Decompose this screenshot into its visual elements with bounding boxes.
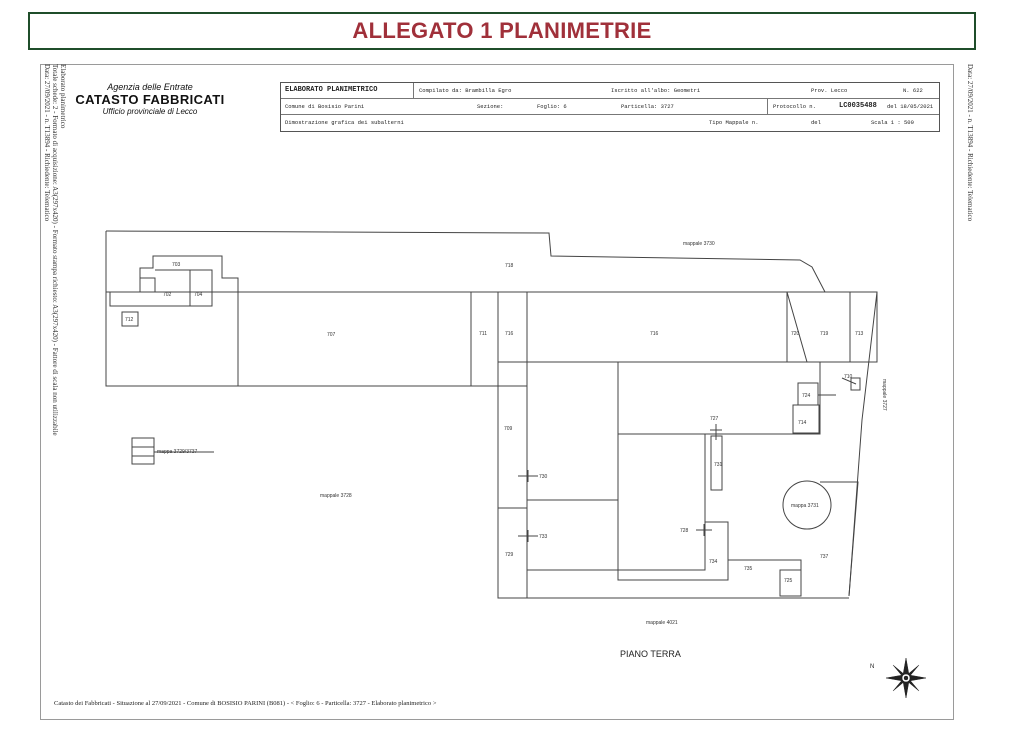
label-710: 710	[844, 374, 853, 380]
label-702: 702	[163, 292, 172, 298]
agency-catasto: CATASTO FABBRICATI	[75, 92, 225, 107]
label-mappa-3731: mappa 3731	[791, 503, 819, 509]
compass-rose-icon: N	[870, 657, 927, 699]
header-elaborato: ELABORATO PLANIMETRICO	[285, 86, 378, 94]
label-mappale-4021: mappale 4021	[646, 620, 678, 626]
header-table: ELABORATO PLANIMETRICO Compilato da: Bra…	[280, 82, 940, 132]
label-733: 733	[539, 534, 548, 540]
label-mappa-3729: mappa 3729/3737	[157, 449, 198, 455]
header-comune: Comune di Bosisio Parini	[285, 103, 365, 110]
header-tipo: Tipo Mappale n.	[709, 119, 759, 126]
label-mappale-side: mappale 3727	[881, 379, 887, 411]
label-720: 720	[791, 331, 800, 337]
label-709: 709	[504, 426, 513, 432]
header-scala: Scala 1 : 500	[871, 119, 914, 126]
plan-top-boundary	[105, 230, 826, 293]
header-protocollo-label: Protocollo n.	[773, 103, 816, 110]
footer-text: Catasto dei Fabbricati - Situazione al 2…	[54, 700, 437, 707]
plan-right-boundary	[848, 291, 878, 597]
label-729: 729	[505, 552, 514, 558]
label-712: 712	[125, 317, 134, 323]
header-row-2: Comune di Bosisio Parini Sezione: Foglio…	[281, 99, 939, 115]
header-sezione: Sezione:	[477, 103, 504, 110]
label-mappale-3728: mappale 3728	[320, 493, 352, 499]
header-row-3: Dimostrazione grafica dei subalterni Tip…	[281, 115, 939, 133]
header-row-1: ELABORATO PLANIMETRICO Compilato da: Bra…	[281, 83, 939, 99]
header-foglio: Foglio: 6	[537, 103, 567, 110]
label-mappale-3730: mappale 3730	[683, 241, 715, 247]
agency-block: Agenzia delle Entrate CATASTO FABBRICATI…	[60, 82, 240, 116]
header-del: del 18/05/2021	[887, 103, 934, 110]
mappa-3731-circle	[782, 480, 832, 530]
header-dimostrazione: Dimostrazione grafica dei subalterni	[285, 119, 404, 126]
cadastral-sheet	[40, 64, 954, 720]
label-734: 734	[709, 559, 718, 565]
header-protocollo-value: LC0035488	[839, 102, 877, 110]
label-716b: 716	[650, 331, 659, 337]
label-730: 730	[539, 474, 548, 480]
header-del2: del	[811, 119, 821, 126]
building-703	[139, 255, 239, 292]
header-num: N. 622	[903, 87, 923, 94]
header-particella: Particella: 3727	[621, 103, 674, 110]
label-735: 735	[744, 566, 753, 572]
banner-title: ALLEGATO 1 PLANIMETRIE	[28, 12, 976, 50]
label-713: 713	[855, 331, 864, 337]
label-727: 727	[710, 416, 719, 422]
svg-text:N: N	[870, 664, 874, 670]
label-716a: 716	[505, 331, 514, 337]
label-714: 714	[798, 420, 807, 426]
agency-office: Ufficio provinciale di Lecco	[102, 107, 198, 116]
header-compilato: Compilato da: Brambilla Egro	[419, 87, 512, 94]
label-718: 718	[505, 263, 514, 269]
label-707: 707	[327, 332, 336, 338]
label-711: 711	[479, 331, 487, 337]
label-728: 728	[680, 528, 689, 534]
label-731: 731	[714, 462, 723, 468]
piano-terra-label: PIANO TERRA	[620, 649, 681, 659]
agency-name: Agenzia delle Entrate	[107, 82, 193, 92]
label-719: 719	[820, 331, 829, 337]
header-prov: Prov. Lecco	[811, 87, 848, 94]
label-704: 704	[194, 292, 203, 298]
label-737: 737	[820, 554, 829, 560]
label-703: 703	[172, 262, 181, 268]
label-724: 724	[802, 393, 811, 399]
label-725: 725	[784, 578, 793, 584]
header-iscritto: Iscritto all'albo: Geometri	[611, 87, 701, 94]
